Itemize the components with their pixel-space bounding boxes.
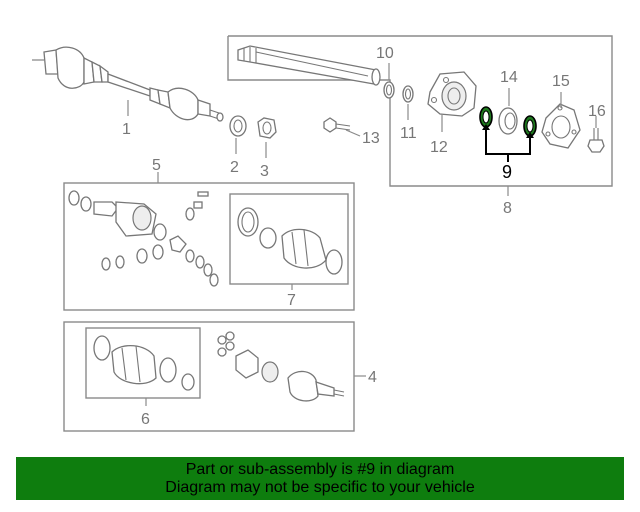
nut-3: [257, 117, 277, 139]
callout-6[interactable]: 6: [141, 411, 150, 428]
callout-2[interactable]: 2: [230, 159, 239, 176]
callout-12[interactable]: 12: [430, 139, 448, 156]
bearing-14: [498, 107, 518, 135]
parts-diagram: 10 11 12 14 15 16: [32, 35, 613, 432]
assembly-8-box: [227, 35, 613, 187]
banner-line-1: Part or sub-assembly is #9 in diagram: [185, 461, 455, 478]
callout-15[interactable]: 15: [552, 73, 570, 90]
callout-10[interactable]: 10: [376, 45, 394, 62]
callout-4[interactable]: 4: [368, 369, 377, 386]
intermediate-shaft: [237, 45, 381, 86]
bracket-12: [427, 71, 477, 117]
banner-line-2: Diagram may not be specific to your vehi…: [165, 479, 475, 496]
callout-1[interactable]: 1: [122, 121, 131, 138]
boot-kit-7: [237, 207, 343, 275]
snap-ring-2: [229, 115, 247, 137]
inner-joint-kit: [217, 331, 345, 402]
assembly-5-box: [63, 182, 355, 311]
cover-plate-15: [541, 103, 581, 149]
callout-3[interactable]: 3: [260, 163, 269, 180]
seal-11: [402, 85, 414, 103]
callout-13[interactable]: 13: [362, 130, 380, 147]
bolt-16: [587, 128, 605, 153]
callout-16[interactable]: 16: [588, 103, 606, 120]
axle-shaft-1: [32, 46, 224, 122]
assembly-6-box: [85, 327, 201, 399]
snap-ring-10: [383, 81, 395, 99]
assembly-7-box: [229, 193, 349, 285]
callout-5[interactable]: 5: [152, 157, 161, 174]
callout-9[interactable]: 9: [502, 162, 512, 182]
outer-joint-kit: [68, 190, 219, 287]
callout-11[interactable]: 11: [400, 125, 417, 142]
callout-14[interactable]: 14: [500, 69, 518, 86]
callout-8[interactable]: 8: [503, 200, 512, 217]
callout-7[interactable]: 7: [287, 292, 296, 309]
bracket-9: [482, 124, 534, 162]
boot-kit-6: [93, 335, 195, 391]
bolt-13: [323, 117, 351, 133]
info-banner: Part or sub-assembly is #9 in diagram Di…: [16, 457, 624, 500]
